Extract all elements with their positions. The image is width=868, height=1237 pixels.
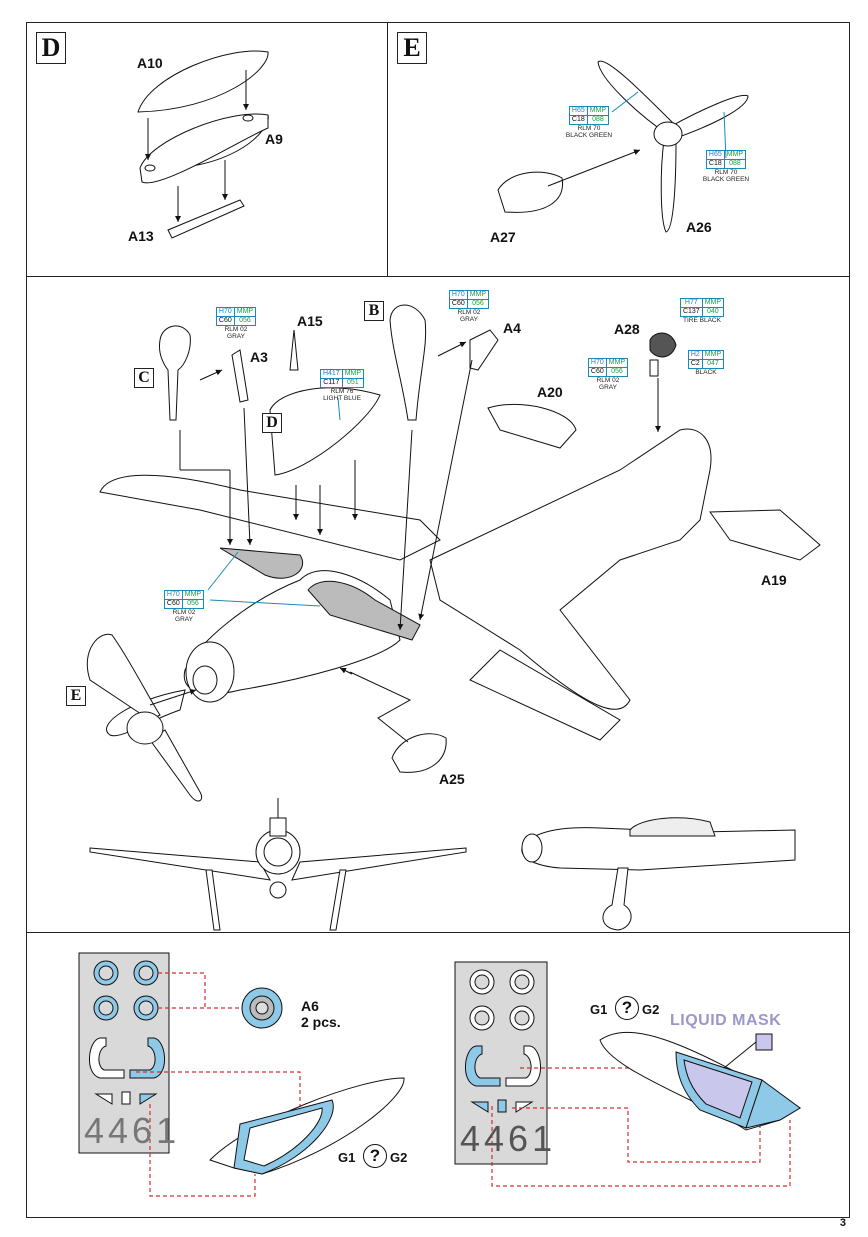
part-a25: A25 (439, 771, 465, 787)
part-a9: A9 (265, 131, 283, 147)
mask-numbers-left: 4461 (84, 1110, 181, 1151)
divider-bottom (26, 932, 850, 933)
part-a27: A27 (490, 229, 516, 245)
divider-top (26, 276, 850, 277)
part-a13: A13 (128, 228, 154, 244)
callout-letter-d: D (262, 413, 282, 433)
mask-sheet-left (78, 952, 405, 1197)
part-a20: A20 (537, 384, 563, 400)
aircraft-front-view (89, 798, 467, 931)
page-frame (26, 22, 850, 1218)
callout-letter-e: E (66, 686, 86, 706)
aircraft-side-view (521, 817, 796, 931)
mask-a6-qty: 2 pcs. (301, 1014, 341, 1030)
mask-right-g1: G1 (590, 1002, 608, 1017)
liquid-mask-label: LIQUID MASK (670, 1012, 782, 1029)
part-a15: A15 (297, 313, 323, 329)
section-e-drawing (497, 60, 749, 233)
callout-letter-b: B (364, 301, 384, 321)
section-d-drawing (137, 50, 269, 239)
mask-right-g2: G2 (642, 1002, 660, 1017)
mask-right-question-icon: ? (615, 996, 639, 1020)
mask-numbers-right: 4461 (460, 1118, 557, 1159)
mask-left-g1: G1 (338, 1150, 356, 1165)
mask-left-g2: G2 (390, 1150, 408, 1165)
callout-letter-c: C (134, 368, 154, 388)
mask-sheet-right (454, 961, 801, 1187)
aircraft-main (86, 304, 821, 802)
section-letter-d: D (36, 32, 66, 64)
part-a10: A10 (137, 55, 163, 71)
part-a28: A28 (614, 321, 640, 337)
section-letter-e: E (397, 32, 427, 64)
page-number: 3 (839, 1217, 846, 1229)
divider-vertical (387, 22, 388, 277)
part-a4: A4 (503, 320, 521, 336)
part-a26: A26 (686, 219, 712, 235)
mask-a6-label: A6 (301, 998, 319, 1014)
part-a19: A19 (761, 572, 787, 588)
part-a3: A3 (250, 349, 268, 365)
mask-left-question-icon: ? (363, 1144, 387, 1168)
